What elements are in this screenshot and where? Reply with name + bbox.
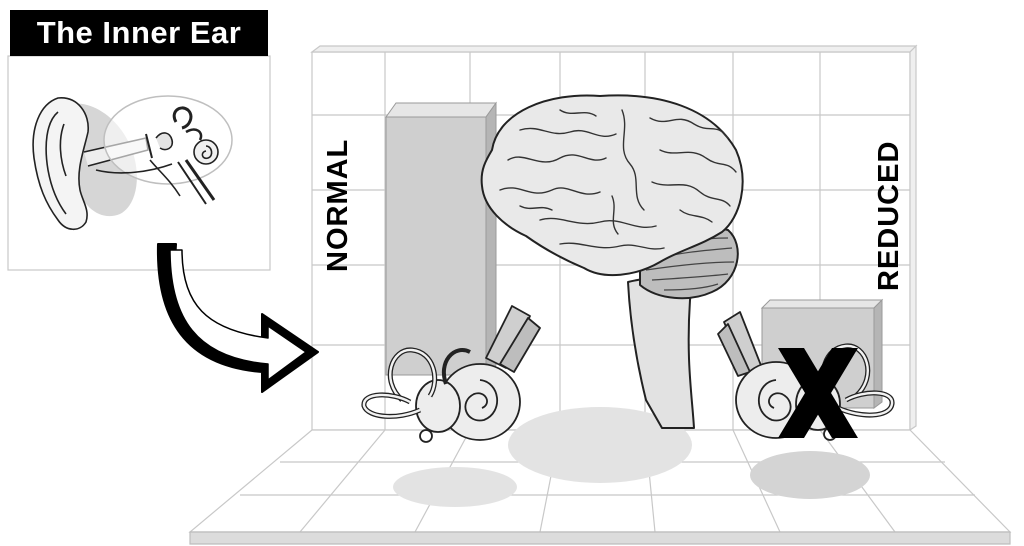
reduced-label: REDUCED: [873, 141, 906, 291]
normal-label: NORMAL: [322, 139, 355, 272]
normal-bar: [386, 103, 496, 375]
page-title: The Inner Ear: [10, 10, 268, 56]
